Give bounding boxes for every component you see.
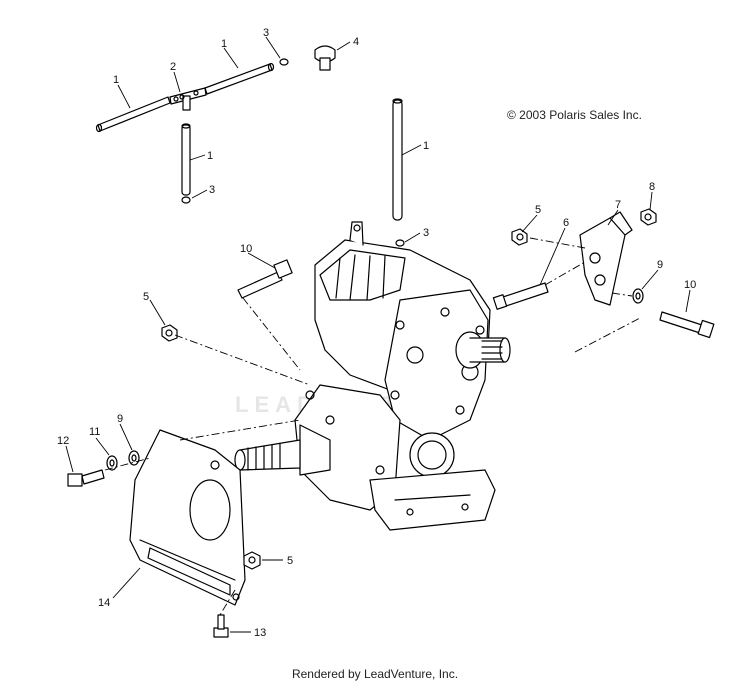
callout-13: 13 <box>254 627 266 639</box>
bolt-10-right <box>659 311 715 339</box>
bolt-13 <box>213 614 229 638</box>
hose-left <box>95 96 171 133</box>
callout-2: 2 <box>170 61 176 73</box>
callout-1: 1 <box>423 140 429 152</box>
callout-3: 3 <box>209 184 215 196</box>
clamp-3-left <box>181 196 191 204</box>
callout-3: 3 <box>423 227 429 239</box>
output-shaft-right <box>455 331 511 369</box>
copyright-notice: © 2003 Polaris Sales Inc. <box>507 108 642 122</box>
hose-clip-4 <box>314 45 336 71</box>
callout-14: 14 <box>98 597 110 609</box>
callout-7: 7 <box>615 199 621 211</box>
callout-10: 10 <box>240 243 252 255</box>
callout-1: 1 <box>113 74 119 86</box>
callout-12: 12 <box>57 435 69 447</box>
bracket-right <box>579 211 633 306</box>
bolt-10-left <box>237 259 293 299</box>
vent-hose-center <box>392 98 403 221</box>
bolt-6 <box>492 282 549 310</box>
transmission-housing <box>294 221 496 531</box>
hose-vertical-left <box>181 123 191 196</box>
hose-top <box>204 62 275 95</box>
callout-9: 9 <box>657 259 663 271</box>
bolt-12 <box>67 469 105 487</box>
callout-1: 1 <box>221 38 227 50</box>
nut-5-right <box>511 228 528 246</box>
clamp-3-top <box>279 58 289 66</box>
washer-11 <box>106 455 118 471</box>
callout-5: 5 <box>143 291 149 303</box>
callout-10: 10 <box>684 279 696 291</box>
bracket-left <box>129 429 246 606</box>
callout-11: 11 <box>89 426 100 438</box>
callout-3: 3 <box>263 27 269 39</box>
washer-9-right <box>632 288 644 304</box>
callout-6: 6 <box>563 217 569 229</box>
callout-5: 5 <box>287 555 293 567</box>
rendered-by-footer: Rendered by LeadVenture, Inc. <box>291 667 459 681</box>
callout-8: 8 <box>649 181 655 193</box>
nut-8 <box>640 208 657 226</box>
input-shaft-left <box>234 424 331 476</box>
nut-5-lower <box>243 551 261 570</box>
washer-9-left <box>128 450 140 466</box>
callout-5: 5 <box>535 204 541 216</box>
t-connector <box>169 87 207 111</box>
callout-9: 9 <box>117 413 123 425</box>
clamp-3-center <box>395 239 405 247</box>
callout-1: 1 <box>207 150 213 162</box>
callout-4: 4 <box>353 36 359 48</box>
nut-5-left <box>161 324 178 342</box>
